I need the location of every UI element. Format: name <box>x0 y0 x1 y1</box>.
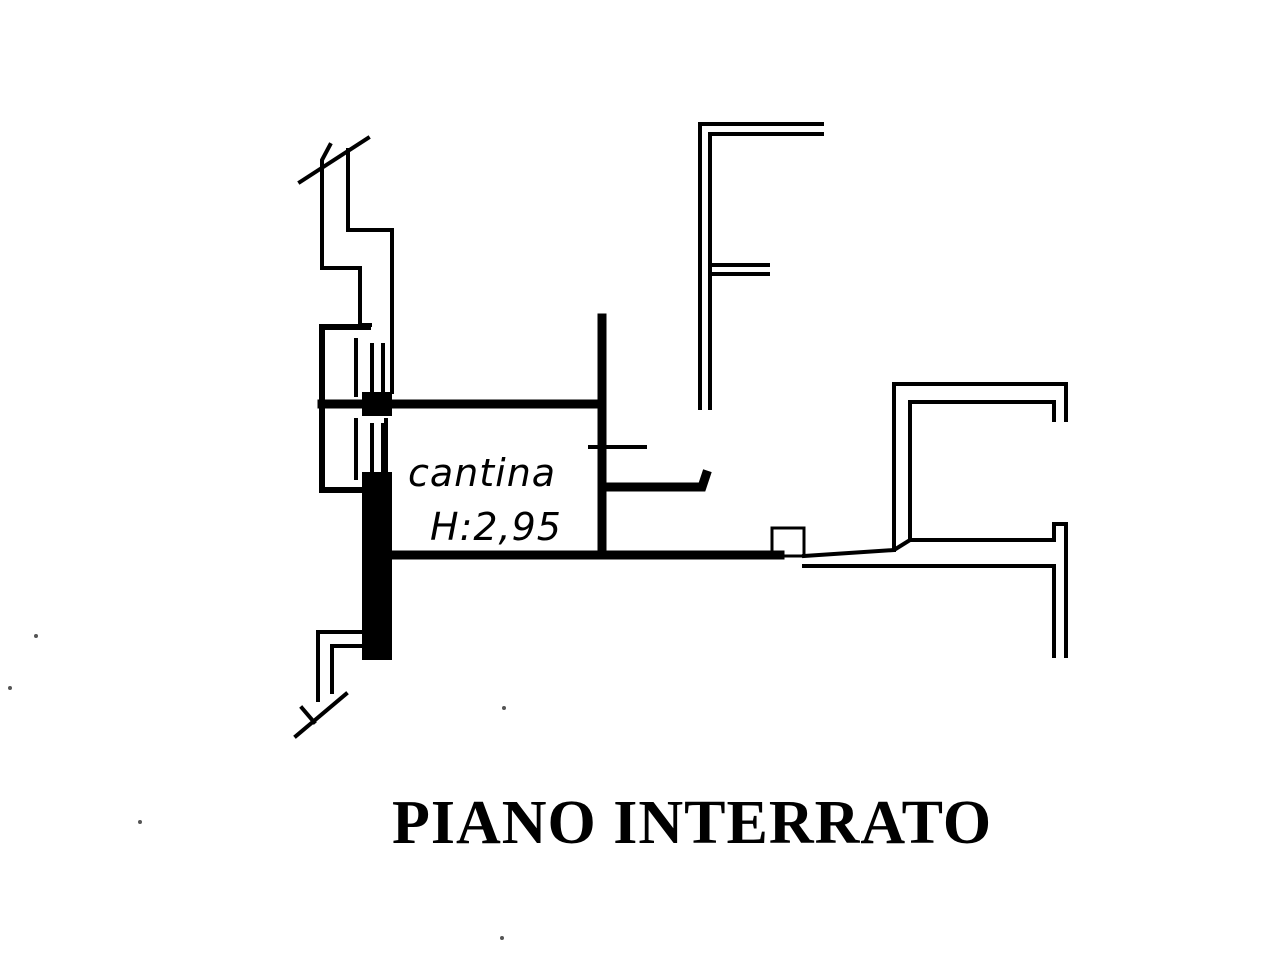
room-height-label: H:2,95 <box>430 505 562 549</box>
lower-right-corridor-wall <box>801 522 1068 658</box>
left-break-line-top <box>297 135 394 394</box>
room-name-label: cantina <box>408 451 556 495</box>
cantina-room-outline <box>317 313 785 560</box>
upper-f-wall <box>698 122 824 410</box>
small-pillar <box>770 526 806 558</box>
left-break-line-bottom <box>293 630 364 739</box>
floor-title: PIANO INTERRATO <box>392 789 993 857</box>
right-c-wall <box>892 382 1068 552</box>
stub-wall <box>588 445 712 492</box>
scan-specks <box>8 634 506 940</box>
